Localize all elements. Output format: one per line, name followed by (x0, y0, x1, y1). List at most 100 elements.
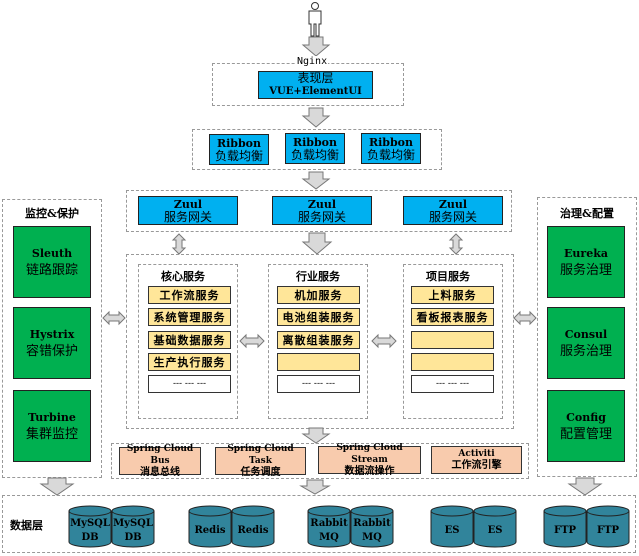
database-name: FTP (553, 525, 577, 536)
nginx-label: Nginx (296, 56, 329, 67)
database-cylinder-icon (350, 505, 394, 548)
monitor-sleuth: Sleuth 链路跟踪 (13, 226, 91, 298)
industry-services-group (268, 264, 368, 419)
component-name: Spring Cloud Task (227, 444, 294, 466)
database-name: Rabbit (310, 518, 348, 529)
governance-title: 治理&配置 (560, 207, 614, 220)
zuul-gateway-1: Zuul 服务网关 (138, 196, 238, 225)
arrow-leftright-monitor (102, 310, 126, 326)
database-name: ES (487, 525, 503, 536)
database-label: FTP (586, 517, 630, 545)
component-desc: 容错保护 (25, 344, 78, 359)
ribbon-lb-2: Ribbon 负载均衡 (285, 133, 345, 164)
project-services-title: 项目服务 (426, 270, 470, 283)
service-item: 离散组装服务 (277, 331, 360, 349)
component-desc: 链路跟踪 (25, 263, 78, 278)
spring-cloud-task: Spring Cloud Task 任务调度 (215, 444, 306, 478)
ribbon-label: Ribbon (216, 136, 262, 150)
governance-config: Config 配置管理 (547, 390, 625, 462)
core-services-group (138, 264, 238, 419)
component-desc: 服务治理 (559, 344, 612, 359)
person-icon (308, 2, 322, 37)
service-item: 电池组装服务 (277, 308, 360, 326)
ribbon-desc: 负载均衡 (214, 148, 263, 163)
service-item (277, 353, 360, 371)
database-label: Redis (231, 517, 275, 545)
database-name: FTP (596, 525, 620, 536)
component-name: Spring Cloud Bus (126, 444, 194, 466)
project-services-group (403, 264, 503, 419)
component-name: Activiti (458, 449, 495, 459)
activiti-engine: Activiti 工作流引擎 (431, 446, 522, 474)
database-label: Redis (188, 517, 232, 545)
database-name: Redis (237, 525, 269, 536)
database-cylinder-icon (586, 505, 630, 548)
database-type: MQ (362, 532, 382, 543)
component-desc: 配置管理 (559, 427, 612, 442)
zuul-label: Zuul (438, 197, 468, 211)
arrow-down-data-center (299, 479, 331, 495)
service-item: 看板报表服务 (411, 308, 494, 326)
ribbon-lb-1: Ribbon 负载均衡 (209, 134, 269, 165)
database-cylinder-icon (68, 505, 112, 548)
arrow-down-spring (301, 427, 331, 444)
database-type: DB (81, 532, 99, 543)
component-desc: 工作流引擎 (451, 460, 502, 471)
industry-services-title: 行业服务 (296, 270, 340, 283)
service-item-more: --- --- --- (277, 375, 360, 393)
database-cylinder-icon (430, 505, 474, 548)
zuul-desc: 服务网关 (428, 209, 477, 224)
component-name: Sleuth (31, 247, 73, 260)
database-name: ES (444, 525, 460, 536)
component-desc: 数据流操作 (344, 466, 395, 477)
database-type: MQ (319, 532, 339, 543)
database-name: MySQL (113, 518, 153, 529)
ribbon-desc: 负载均衡 (366, 147, 415, 162)
database-name: Redis (194, 525, 226, 536)
service-item (411, 331, 494, 349)
presentation-subtitle: VUE+ElementUI (269, 86, 362, 97)
arrow-down-services (301, 232, 333, 255)
service-item: 机加服务 (277, 286, 360, 304)
service-item: 上料服务 (411, 286, 494, 304)
component-desc: 服务治理 (559, 263, 612, 278)
arrow-down-data-left (39, 477, 75, 496)
database-name: Rabbit (353, 518, 391, 529)
database-cylinder-icon (473, 505, 517, 548)
component-name: Turbine (28, 411, 76, 424)
arrow-leftright-governance (513, 310, 537, 326)
zuul-label: Zuul (307, 197, 337, 211)
arrow-down-zuul (301, 171, 331, 190)
governance-consul: Consul 服务治理 (547, 307, 625, 379)
zuul-gateway-2: Zuul 服务网关 (272, 196, 372, 225)
arrow-down-data-right (567, 477, 603, 496)
governance-group (537, 197, 637, 477)
ribbon-lb-3: Ribbon 负载均衡 (361, 133, 421, 164)
core-services-title: 核心服务 (161, 270, 205, 283)
spring-group (111, 443, 529, 479)
service-item (411, 353, 494, 371)
arrow-leftright-services-1 (239, 333, 265, 349)
monitor-title: 监控&保护 (25, 207, 79, 220)
monitor-turbine: Turbine 集群监控 (13, 390, 91, 462)
arrow-down-nginx (301, 36, 331, 57)
arrow-updown-left (171, 233, 187, 255)
arrow-down-ribbon (301, 107, 331, 128)
service-item-more: --- --- --- (148, 375, 231, 393)
database-label: FTP (543, 517, 587, 545)
service-item: 工作流服务 (148, 286, 231, 304)
spring-cloud-bus: Spring Cloud Bus 消息总线 (119, 444, 201, 478)
zuul-desc: 服务网关 (163, 209, 212, 224)
database-cylinder-icon (231, 505, 275, 548)
ribbon-label: Ribbon (292, 135, 338, 149)
monitor-hystrix: Hystrix 容错保护 (13, 307, 91, 379)
component-name: Eureka (564, 247, 608, 260)
ribbon-group (192, 129, 442, 170)
database-cylinder-icon (111, 505, 155, 548)
service-item: 基础数据服务 (148, 331, 231, 349)
component-desc: 消息总线 (140, 467, 180, 478)
data-layer-group (2, 495, 636, 553)
governance-eureka: Eureka 服务治理 (547, 226, 625, 298)
